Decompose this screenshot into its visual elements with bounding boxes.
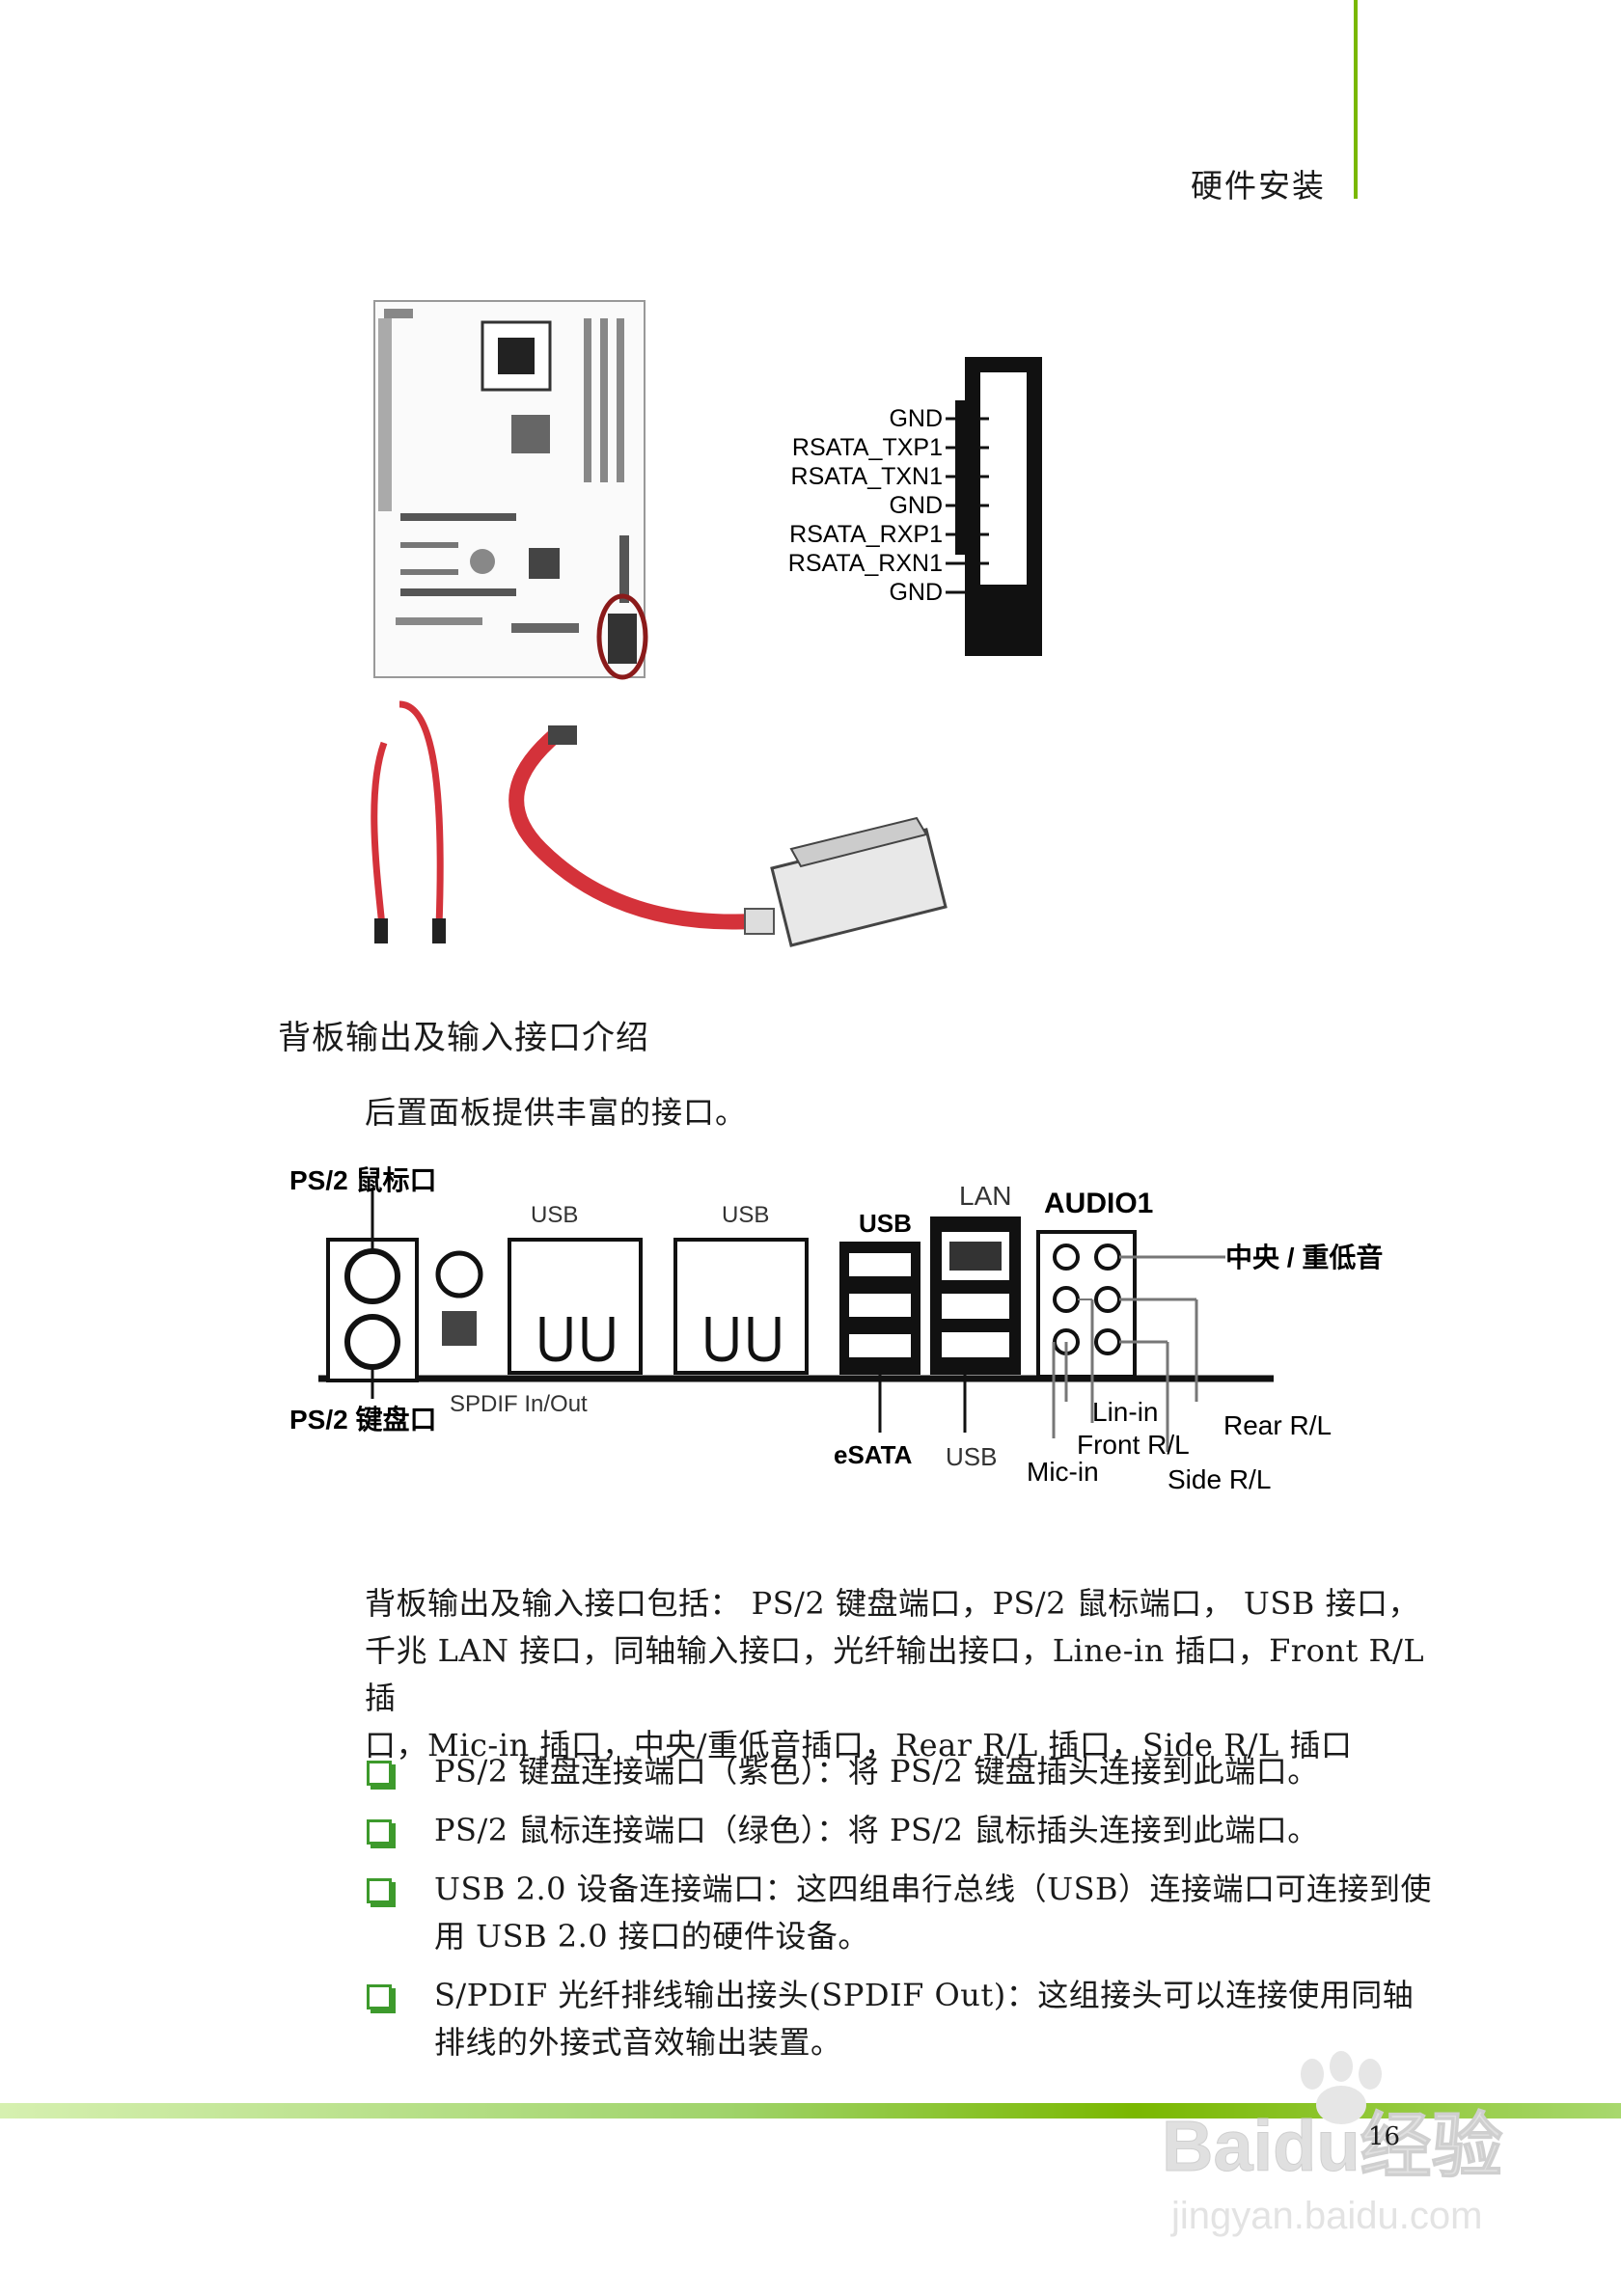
sata-pin-7: GND	[889, 579, 943, 606]
audio-label: AUDIO1	[1044, 1188, 1153, 1219]
interface-summary-paragraph: 背板输出及输入接口包括： PS/2 键盘端口，PS/2 鼠标端口， USB 接口…	[365, 1580, 1436, 1769]
ps2-mouse-label: PS/2 鼠标口	[289, 1165, 436, 1195]
list-item: S/PDIF 光纤排线输出接头(SPDIF Out)：这组接头可以连接使用同轴排…	[365, 1972, 1436, 2066]
rear-rl-label: Rear R/L	[1223, 1410, 1332, 1440]
usb-label-3: USB	[859, 1209, 912, 1238]
checkbox-bullet-icon	[367, 1819, 392, 1845]
list-item-text: PS/2 鼠标连接端口（绿色）：将 PS/2 鼠标插头连接到此端口。	[434, 1812, 1319, 1848]
intro-paragraph: 后置面板提供丰富的接口。	[365, 1094, 748, 1131]
center-sub-label: 中央 / 重低音	[1225, 1242, 1383, 1272]
motherboard-thumbnail	[373, 300, 648, 680]
paw-logo-icon	[1301, 2051, 1382, 2124]
usb-label-1: USB	[531, 1202, 578, 1228]
footer-gradient-band	[0, 2103, 1621, 2118]
header-accent-rule	[1354, 0, 1358, 199]
list-item-text: PS/2 键盘连接端口（紫色）：将 PS/2 键盘插头连接到此端口。	[434, 1753, 1319, 1790]
usb-bottom-label: USB	[946, 1442, 997, 1471]
sata-pin-2: RSATA_TXP1	[792, 434, 943, 461]
checkbox-bullet-icon	[367, 1984, 392, 2009]
list-item-text: USB 2.0 设备连接端口：这四组串行总线（USB）连接端口可连接到使用 US…	[434, 1871, 1433, 1954]
summary-line: 千兆 LAN 接口，同轴输入接口，光纤输出接口，Line-in 插口，Front…	[365, 1632, 1425, 1716]
checkbox-bullet-icon	[367, 1878, 392, 1903]
sata-pinout: GND RSATA_TXP1 RSATA_TXN1 GND RSATA_RXP1…	[788, 357, 1042, 656]
list-item: USB 2.0 设备连接端口：这四组串行总线（USB）连接端口可连接到使用 US…	[365, 1866, 1436, 1960]
front-rl-label: Front R/L	[1077, 1430, 1190, 1460]
summary-line: 背板输出及输入接口包括： PS/2 键盘端口，PS/2 鼠标端口， USB 接口…	[365, 1585, 1419, 1622]
list-item: PS/2 鼠标连接端口（绿色）：将 PS/2 鼠标插头连接到此端口。	[365, 1807, 1436, 1854]
page-number: 16	[1368, 2122, 1401, 2151]
mic-in-label: Mic-in	[1027, 1457, 1099, 1487]
sata-cable-image	[371, 700, 446, 943]
watermark-url: jingyan.baidu.com	[1170, 2195, 1482, 2237]
rear-panel-diagram: PS/2 鼠标口 PS/2 键盘口 SPDIF In/Out USB USB U…	[289, 1165, 1383, 1494]
watermark-brand: Baidu经验	[1162, 2106, 1503, 2186]
summary-line: 口，Mic-in 插口，中央/重低音插口，Rear R/L 插口，Side R/…	[365, 1727, 1353, 1763]
baidu-jingyan-watermark: Baidu经验 jingyan.baidu.com	[1162, 2051, 1503, 2237]
list-item-text: S/PDIF 光纤排线输出接头(SPDIF Out)：这组接头可以连接使用同轴排…	[434, 1977, 1415, 2061]
sata-pin-1: GND	[889, 405, 943, 432]
sata-connector-diagram: GND RSATA_TXP1 RSATA_TXN1 GND RSATA_RXP1…	[371, 300, 1042, 947]
side-rl-label: Side R/L	[1168, 1464, 1271, 1494]
checkbox-bullet-icon	[367, 1761, 392, 1786]
sata-pin-4: GND	[889, 492, 943, 519]
sata-pin-6: RSATA_RXN1	[788, 550, 943, 577]
ps2-keyboard-label: PS/2 键盘口	[289, 1404, 436, 1435]
sata-pin-3: RSATA_TXN1	[791, 463, 943, 490]
section-heading: 背板输出及输入接口介绍	[278, 1019, 649, 1057]
hard-drive-cable-image	[508, 725, 948, 947]
port-description-list: PS/2 键盘连接端口（紫色）：将 PS/2 键盘插头连接到此端口。 PS/2 …	[365, 1748, 1436, 2078]
line-in-label: Lin-in	[1092, 1397, 1158, 1427]
sata-pin-5: RSATA_RXP1	[789, 521, 943, 548]
usb-label-2: USB	[722, 1202, 769, 1228]
list-item: PS/2 键盘连接端口（紫色）：将 PS/2 键盘插头连接到此端口。	[365, 1748, 1436, 1795]
esata-label: eSATA	[834, 1440, 913, 1469]
spdif-label: SPDIF In/Out	[450, 1391, 588, 1417]
page-header-title: 硬件安装	[1191, 167, 1326, 205]
lan-label: LAN	[959, 1181, 1011, 1211]
